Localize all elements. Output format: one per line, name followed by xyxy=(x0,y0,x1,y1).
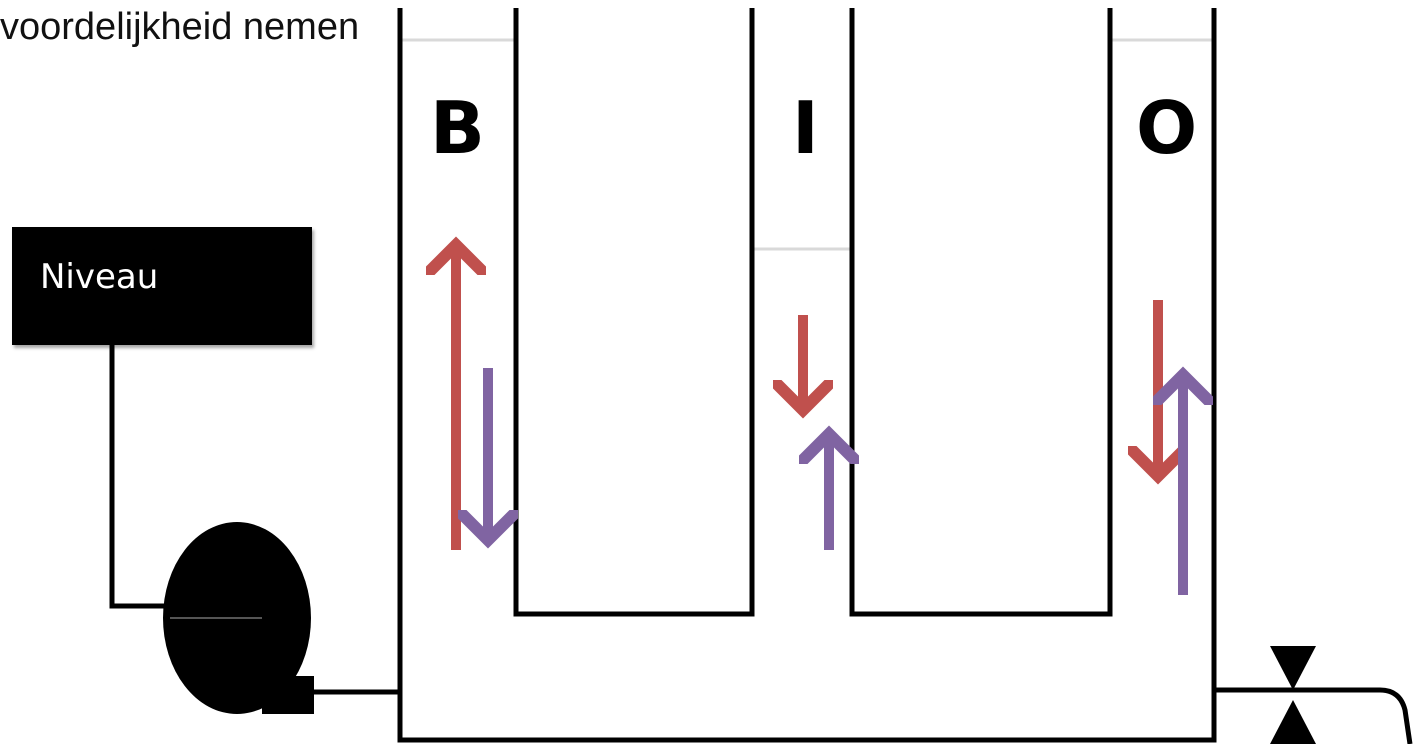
compartment-label-b: B xyxy=(430,86,485,170)
level-sensor-label: Niveau xyxy=(40,257,159,297)
inner-baffle-left xyxy=(513,8,755,617)
caption-text: voordelijkheid nemen xyxy=(0,6,360,48)
outer-tank xyxy=(397,8,1217,743)
level-sensor-box: Niveau xyxy=(12,227,312,345)
valve-icon xyxy=(1270,646,1316,744)
compartment-label-i: I xyxy=(792,86,819,170)
outlet-pipe xyxy=(1214,687,1413,744)
inner-baffle-right xyxy=(849,8,1113,617)
pump-icon xyxy=(163,522,314,714)
compartment-label-o: O xyxy=(1136,86,1198,170)
